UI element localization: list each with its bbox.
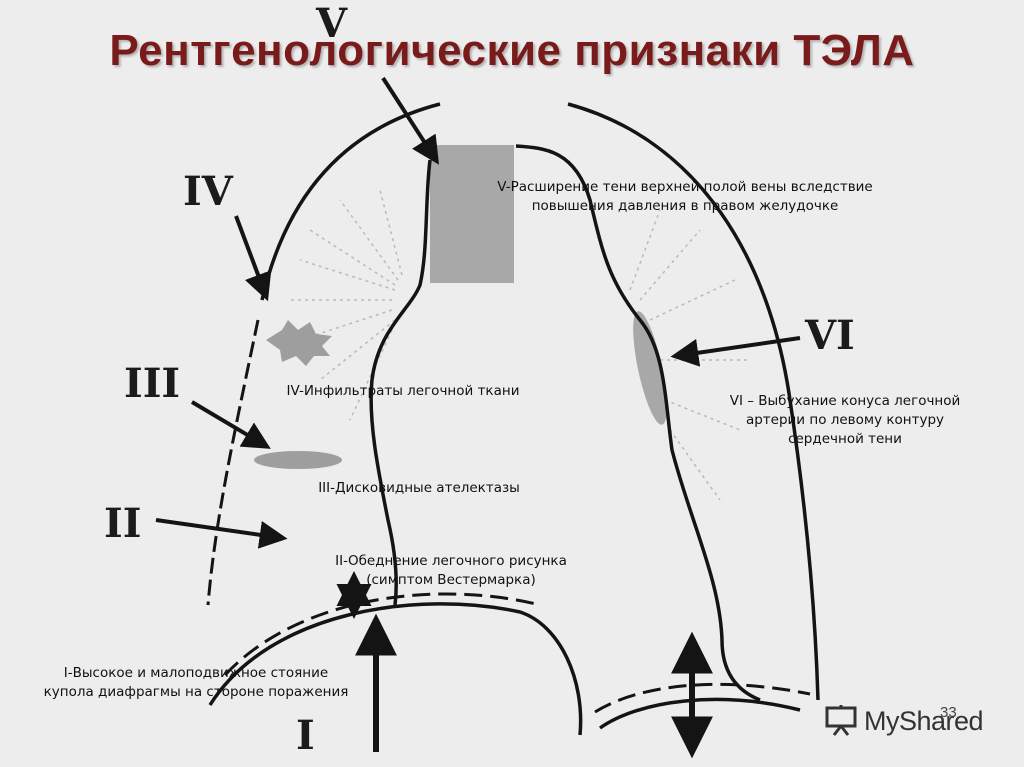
label-vi-line-2: артерии по левому контуру xyxy=(700,411,990,430)
label-iv-line-1: IV-Инфильтраты легочной ткани xyxy=(248,382,558,401)
arrow-iv xyxy=(236,216,266,296)
label-iii: III-Дисковидные ателектазы xyxy=(284,479,554,498)
label-vi-line-3: сердечной тени xyxy=(700,430,990,449)
label-vi-line-1: VI – Выбухание конуса легочной xyxy=(700,392,990,411)
label-vi: VI – Выбухание конуса легочной артерии п… xyxy=(700,392,990,449)
label-i: I-Высокое и малоподвижное стояние купола… xyxy=(6,664,386,702)
label-v-line-1: V-Расширение тени верхней полой вены всл… xyxy=(450,178,920,197)
numeral-ii: II xyxy=(104,500,141,547)
numeral-vi: VI xyxy=(805,312,855,359)
label-ii: II-Обеднение легочного рисунка (симптом … xyxy=(306,552,596,590)
arrow-v xyxy=(383,78,436,160)
label-v: V-Расширение тени верхней полой вены всл… xyxy=(450,178,920,216)
infiltrate-shape xyxy=(266,320,332,366)
myshared-logo: MyShared xyxy=(824,700,983,742)
numeral-v: V xyxy=(316,0,347,47)
page-number: 33 xyxy=(940,704,957,721)
label-ii-line-1: II-Обеднение легочного рисунка xyxy=(306,552,596,571)
discoid-atelectasis-shape xyxy=(254,451,342,469)
arrow-iii xyxy=(192,402,266,446)
numeral-iv: IV xyxy=(183,168,233,215)
label-v-line-2: повышения давления в правом желудочке xyxy=(450,197,920,216)
presentation-icon xyxy=(824,704,858,738)
label-i-line-1: I-Высокое и малоподвижное стояние xyxy=(6,664,386,683)
logo-text: MyShared xyxy=(864,706,983,737)
label-i-line-2: купола диафрагмы на стороне поражения xyxy=(6,683,386,702)
page-title: Рентгенологические признаки ТЭЛА xyxy=(0,26,1024,76)
label-iii-line-1: III-Дисковидные ателектазы xyxy=(284,479,554,498)
numeral-iii: III xyxy=(124,360,180,407)
label-iv: IV-Инфильтраты легочной ткани xyxy=(248,382,558,401)
label-ii-line-2: (симптом Вестермарка) xyxy=(306,571,596,590)
numeral-i: I xyxy=(296,712,315,759)
